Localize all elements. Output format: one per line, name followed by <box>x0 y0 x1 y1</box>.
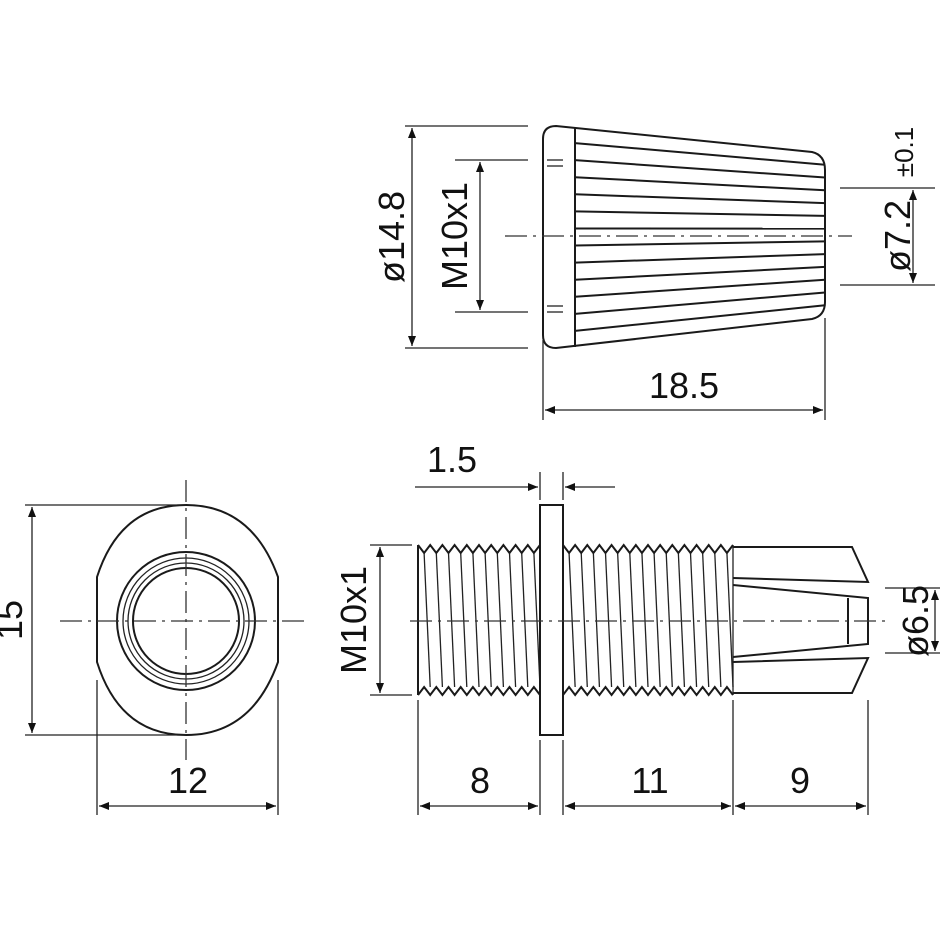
rib-line <box>574 265 826 281</box>
label-thread-side: M10x1 <box>333 566 374 674</box>
label-front-length: 8 <box>470 760 490 801</box>
thread-line <box>714 552 722 688</box>
rib-line <box>574 159 826 179</box>
thread-crest-bottom <box>562 685 734 697</box>
thread-line <box>496 552 505 688</box>
thread-line <box>653 552 661 688</box>
rib-line <box>574 253 826 264</box>
thread-line <box>629 552 637 688</box>
thread-line <box>580 552 588 688</box>
thread-line <box>521 552 529 688</box>
thread-line <box>568 552 576 688</box>
thread-body <box>417 543 734 697</box>
thread-line <box>533 552 541 688</box>
label-flange-thickness: 1.5 <box>427 439 477 480</box>
thread-line <box>689 552 698 688</box>
thread-line <box>726 552 734 688</box>
collet-finger-top <box>732 546 870 584</box>
thread-line <box>701 552 710 688</box>
thread-line <box>665 552 673 688</box>
thread-line <box>616 552 625 688</box>
cone-view: ø14.8 M10x1 ø7.2 ±0.1 18.5 <box>371 124 935 420</box>
label-height: 15 <box>0 600 30 640</box>
rib-line <box>574 304 826 332</box>
label-collet-length: 9 <box>790 760 810 801</box>
thread-crest-top <box>417 543 541 555</box>
thread-line <box>472 552 480 688</box>
flange <box>539 504 564 736</box>
label-outer-diameter: ø14.8 <box>371 191 412 283</box>
thread-line <box>423 552 431 688</box>
rib-line <box>574 291 826 315</box>
thread-line <box>508 552 517 688</box>
label-width: 12 <box>168 760 208 801</box>
label-length: 18.5 <box>649 365 719 406</box>
thread-line <box>677 552 686 688</box>
label-tip-diameter: ø7.2 <box>877 200 918 272</box>
thread-line <box>460 552 468 688</box>
label-thread-top: M10x1 <box>434 182 475 290</box>
rib-line <box>574 176 826 192</box>
rib-line <box>574 278 826 298</box>
label-tolerance: ±0.1 <box>889 127 919 177</box>
thread-line <box>484 552 492 688</box>
rib-line <box>574 210 826 217</box>
thread-crest-top <box>562 543 734 555</box>
side-view: 1.5 M10x1 ø6.5 8 11 9 <box>333 439 940 815</box>
thread-line <box>604 552 613 688</box>
collet-finger-bottom <box>732 656 870 694</box>
thread-line <box>447 552 456 688</box>
cone-ribs <box>574 142 826 332</box>
thread-line <box>592 552 601 688</box>
thread-crest-bottom <box>417 685 541 697</box>
rib-line <box>574 142 826 166</box>
cone-body <box>542 124 826 350</box>
thread-line <box>435 552 444 688</box>
label-collet-diameter: ø6.5 <box>895 585 936 657</box>
rib-line <box>574 193 826 205</box>
rib-line <box>574 240 826 247</box>
thread-line <box>641 552 649 688</box>
front-view: 15 12 <box>0 480 305 815</box>
nut-outline <box>96 503 279 737</box>
label-rear-thread: 11 <box>631 760 668 801</box>
